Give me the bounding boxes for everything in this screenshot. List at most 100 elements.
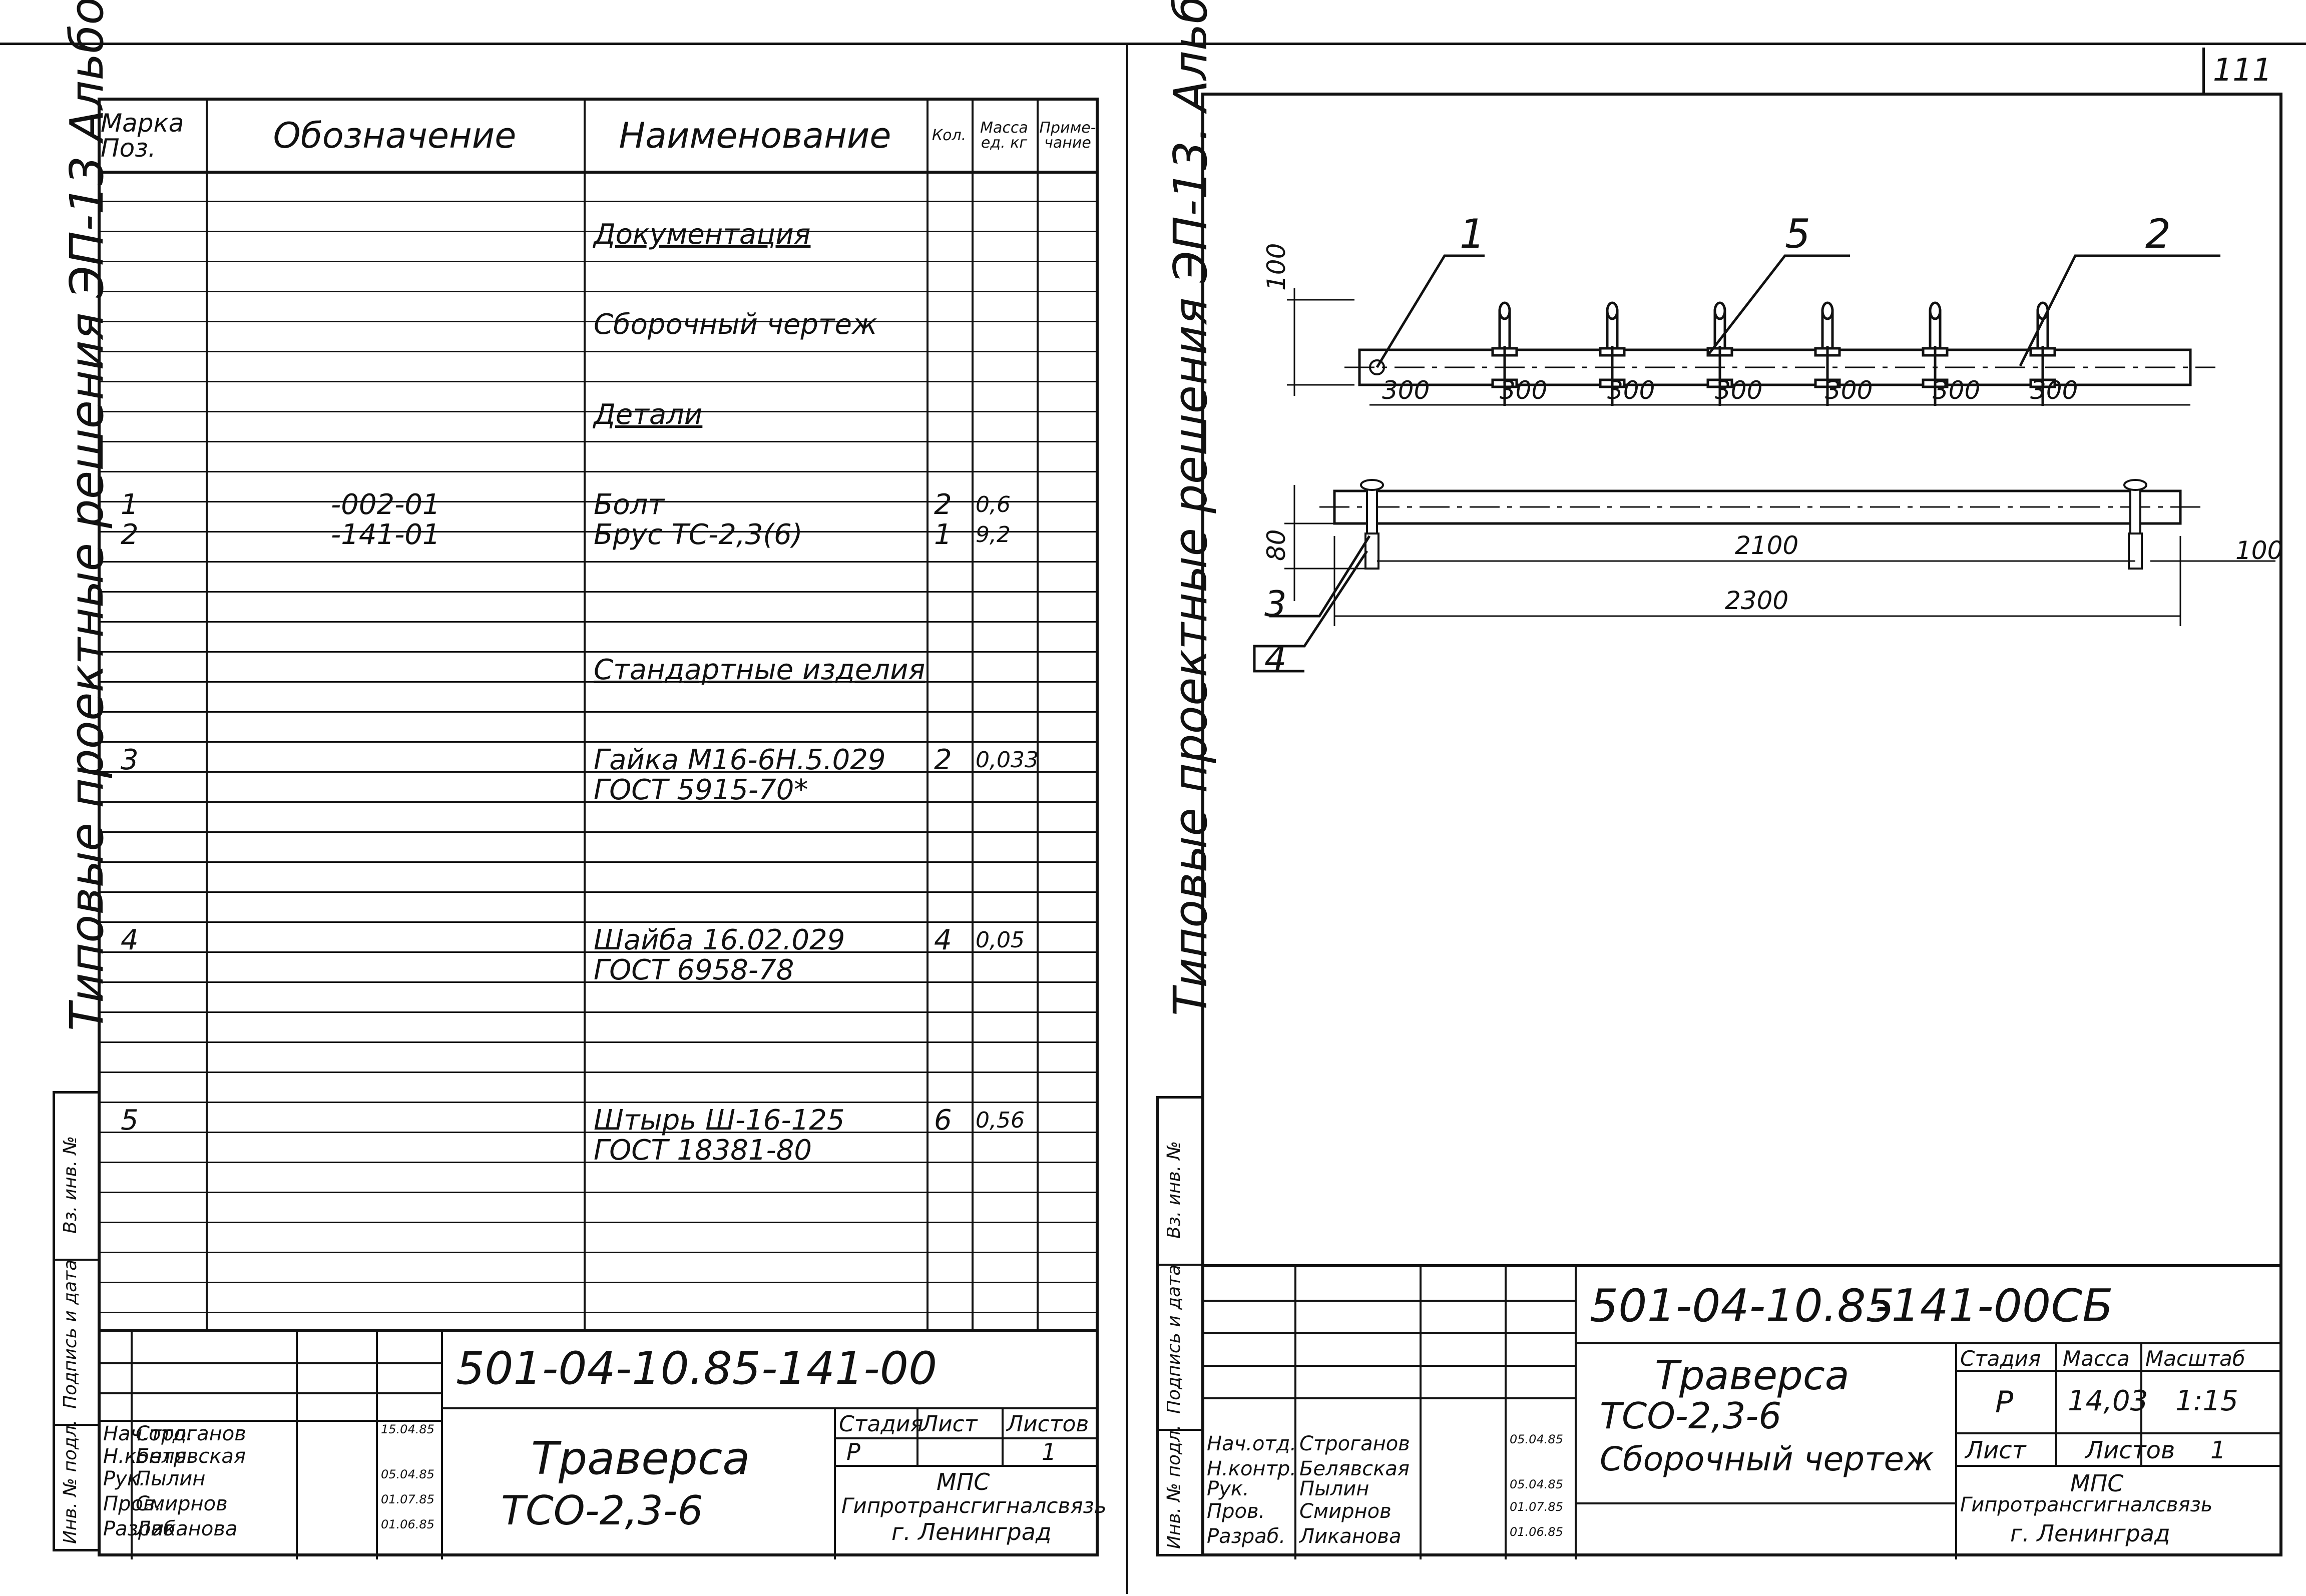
spec-name: ГОСТ 6958-78 bbox=[594, 954, 794, 986]
dim-spacing: 300 bbox=[2030, 376, 2078, 405]
spec-grid-line bbox=[101, 351, 1096, 352]
spec-name: Сборочный чертеж bbox=[594, 308, 877, 341]
role-role: Н.контр. bbox=[103, 1445, 193, 1468]
spec-mass: 0,56 bbox=[976, 1108, 1025, 1133]
dim-spacing: 300 bbox=[1382, 376, 1430, 405]
spec-grid-line bbox=[101, 471, 1096, 472]
callout-1: 1 bbox=[1460, 211, 1485, 257]
dim-overall: 2300 bbox=[1725, 586, 1789, 615]
spec-grid-line bbox=[101, 561, 1096, 563]
spec-grid-line bbox=[101, 861, 1096, 863]
right-sheets: 1 bbox=[2210, 1436, 2226, 1464]
role-role: Нач.отд. bbox=[1207, 1432, 1297, 1455]
spec-row: Детали bbox=[101, 398, 1096, 431]
role-date: 15.04.85 bbox=[381, 1422, 434, 1436]
spec-grid-line bbox=[101, 831, 1096, 833]
right-title-3: Сборочный чертеж bbox=[1600, 1440, 1934, 1478]
role-name: Строганов bbox=[1299, 1432, 1410, 1455]
spec-grid-line bbox=[101, 981, 1096, 983]
spec-pos: 5 bbox=[121, 1104, 139, 1137]
left-sheets: 1 bbox=[1042, 1438, 1057, 1465]
role-name: Белявская bbox=[1299, 1457, 1410, 1480]
left-org1: МПС bbox=[937, 1468, 990, 1495]
role-name: Ликанова bbox=[1299, 1525, 1402, 1548]
spec-qty: 2 bbox=[934, 488, 952, 521]
right-title-1: Траверса bbox=[1655, 1352, 1850, 1399]
spec-grid-line bbox=[101, 1011, 1096, 1013]
top-border-line bbox=[0, 43, 2306, 45]
right-scale: 1:15 bbox=[2175, 1385, 2238, 1417]
left-code: 501-04-10.85 bbox=[456, 1342, 761, 1395]
right-mass: 14,03 bbox=[2068, 1385, 2148, 1417]
spec-grid-line bbox=[101, 921, 1096, 923]
right-scale-label: Масштаб bbox=[2145, 1346, 2245, 1371]
spec-grid-line bbox=[101, 381, 1096, 382]
spec-grid-line bbox=[101, 441, 1096, 442]
pin-mark bbox=[1821, 301, 1834, 320]
role-name: Ликанова bbox=[136, 1517, 238, 1540]
left-sheet-label: Лист bbox=[921, 1411, 978, 1437]
header-designation: Обозначение bbox=[273, 115, 517, 156]
role-name: Смирнов bbox=[136, 1492, 228, 1515]
callout-4: 4 bbox=[1264, 639, 1287, 680]
spec-grid-line bbox=[101, 741, 1096, 743]
spec-pos: 4 bbox=[121, 924, 139, 956]
role-role: Рук. bbox=[103, 1467, 146, 1490]
left-stamp-column: Инв. № подл. Подпись и дата Вз. инв. № bbox=[53, 1091, 98, 1551]
spec-qty: 6 bbox=[934, 1104, 952, 1137]
callout-5: 5 bbox=[1785, 211, 1810, 257]
spec-name: Стандартные изделия bbox=[594, 654, 926, 686]
pin-mark bbox=[1713, 301, 1726, 320]
spec-name: Детали bbox=[594, 398, 703, 431]
spec-grid-line bbox=[101, 1041, 1096, 1043]
spec-grid-line bbox=[101, 801, 1096, 803]
spec-grid-line bbox=[101, 1222, 1096, 1223]
dim-spacing: 300 bbox=[1933, 376, 1981, 405]
page-number: 111 bbox=[2202, 48, 2280, 95]
right-org3: г. Ленинград bbox=[2010, 1520, 2170, 1547]
dim-spacing: 300 bbox=[1715, 376, 1763, 405]
left-stage: Р bbox=[846, 1438, 860, 1465]
spec-grid-line bbox=[101, 201, 1096, 202]
spec-mass: 0,033 bbox=[976, 747, 1039, 773]
spec-grid-line bbox=[101, 1252, 1096, 1253]
left-stage-label: Стадия bbox=[839, 1411, 924, 1437]
spec-header: Марка Поз. Обозначение Наименование Кол.… bbox=[101, 101, 1096, 174]
spec-name: Брус ТС-2,3(6) bbox=[594, 518, 803, 551]
dim-spacing: 300 bbox=[1500, 376, 1548, 405]
spec-grid-line bbox=[101, 621, 1096, 623]
role-role: Нач.отд. bbox=[103, 1422, 193, 1445]
role-date: 01.07.85 bbox=[1510, 1500, 1563, 1514]
role-role: Разраб. bbox=[1207, 1525, 1286, 1548]
spec-grid-line bbox=[101, 1312, 1096, 1313]
spec-name: Гайка М16-6Н.5.029 bbox=[594, 744, 886, 776]
spec-grid-line bbox=[101, 1102, 1096, 1103]
dim-spacing: 300 bbox=[1825, 376, 1873, 405]
role-name: Строганов bbox=[136, 1422, 246, 1445]
role-date: 05.04.85 bbox=[1510, 1477, 1563, 1491]
left-org2: Гипротрансгигналсвязь bbox=[841, 1493, 1107, 1518]
header-name: Наименование bbox=[619, 115, 891, 156]
header-note: Приме-чание bbox=[1039, 119, 1096, 152]
spec-qty: 1 bbox=[934, 518, 952, 551]
right-sheets-label: Листов bbox=[2085, 1436, 2175, 1464]
spec-grid-line bbox=[101, 1162, 1096, 1163]
left-sheets-label: Листов bbox=[1007, 1411, 1089, 1437]
spec-grid-line bbox=[101, 1072, 1096, 1073]
spec-pos: 3 bbox=[121, 744, 139, 776]
header-qty: Кол. bbox=[932, 127, 967, 144]
spec-row: Документация bbox=[101, 220, 1096, 251]
spec-pos: 2 bbox=[121, 518, 139, 551]
spec-grid-line bbox=[101, 951, 1096, 953]
right-org2: Гипротрансгигналсвязь bbox=[1960, 1493, 2213, 1516]
bottom-view bbox=[1284, 479, 2275, 626]
top-view bbox=[1287, 288, 2215, 406]
role-role: Рук. bbox=[1207, 1477, 1249, 1500]
role-date: 01.06.85 bbox=[381, 1517, 434, 1531]
spec-designation: -002-01 bbox=[331, 488, 440, 521]
left-stamp-label-2: Вз. инв. № bbox=[60, 1136, 81, 1234]
dim-bottom-height: 80 bbox=[1262, 529, 1291, 561]
